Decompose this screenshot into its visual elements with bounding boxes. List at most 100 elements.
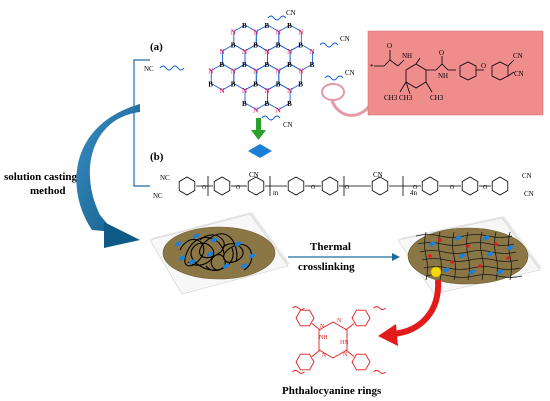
cn-terminal-3: CN xyxy=(345,69,355,77)
network-wavy-links xyxy=(159,15,344,121)
crosslink-arrow-head xyxy=(392,253,400,261)
pc-n-1: N xyxy=(320,324,325,330)
linker-nh-2: NH xyxy=(438,72,448,80)
linker-cn-2: CN xyxy=(514,70,524,78)
left-bracket xyxy=(133,59,150,187)
bn-atom-n: N xyxy=(220,87,225,95)
polymer-end-nc-1: NC xyxy=(160,174,170,182)
bn-atom-b: B xyxy=(265,100,270,108)
bn-atom-n: N xyxy=(231,29,236,37)
linker-o-3: O xyxy=(481,62,486,70)
bn-atom-b: B xyxy=(287,61,292,69)
bn-atom-b: B xyxy=(287,22,292,30)
cn-terminal-4: CN xyxy=(283,121,293,129)
bn-atom-b: B xyxy=(253,42,258,50)
linker-o-2: O xyxy=(439,49,444,57)
cn-terminal-2: CN xyxy=(340,35,350,43)
bn-atom-b: B xyxy=(298,81,303,89)
bn-atom-b: B xyxy=(265,22,270,30)
bn-atom-b: B xyxy=(253,81,258,89)
bn-atom-n: N xyxy=(265,87,270,95)
bn-atom-n: N xyxy=(231,68,236,76)
bn-atom-b: B xyxy=(231,81,236,89)
panel-label-b: (b) xyxy=(150,151,164,163)
bn-atom-n: N xyxy=(298,68,303,76)
crosslinking-label: crosslinking xyxy=(298,261,355,273)
thermal-label: Thermal xyxy=(310,241,351,253)
pc-nh: NH xyxy=(319,335,328,341)
linker-ch3-3: CH3 xyxy=(430,94,444,102)
bn-atom-n: N xyxy=(276,107,281,115)
linker-highlight-box: O NH NH O CH3 CH3 CH3 O CN CN * xyxy=(367,30,544,116)
bn-atom-b: B xyxy=(287,100,292,108)
pc-hn: HN xyxy=(340,340,349,346)
nc-terminal: NC xyxy=(144,65,154,73)
dish-after xyxy=(397,216,542,295)
linker-ch3-2: CH3 xyxy=(399,94,413,102)
panel-label-a: (a) xyxy=(150,41,163,53)
bn-atom-n: N xyxy=(253,68,258,76)
bn-atom-n: N xyxy=(253,29,258,37)
bn-atom-n: N xyxy=(220,48,225,56)
red-curved-arrow xyxy=(378,279,442,346)
polymer-ether-o: O xyxy=(202,185,207,191)
pc-n-3: N xyxy=(322,353,327,359)
bn-atom-n: N xyxy=(276,29,281,37)
bn-atom-b: B xyxy=(265,61,270,69)
polymer-repeat-4n: 4n xyxy=(410,189,418,197)
polymer-ether-o: O xyxy=(413,185,418,191)
bn-atom-b: B xyxy=(220,61,225,69)
linker-o-1: O xyxy=(387,42,392,50)
bn-atom-b: B xyxy=(242,61,247,69)
zoom-circle xyxy=(321,83,345,101)
polymer-ether-o: O xyxy=(311,185,316,191)
phthalocyanine-caption: Phthalocyanine rings xyxy=(282,385,382,397)
polymer-end-cn-2: CN xyxy=(524,190,534,198)
solution-casting-line1: solution casting xyxy=(4,171,78,183)
bn-atom-n: N xyxy=(276,68,281,76)
polymer-nitrile-1: CN xyxy=(249,171,259,179)
polymer-ether-o: O xyxy=(450,185,455,191)
curved-casting-arrow xyxy=(76,104,140,248)
cn-terminal-1: CN xyxy=(286,9,296,17)
bn-atom-n: N xyxy=(242,87,247,95)
phthalocyanine-ring xyxy=(292,306,386,374)
bn-atom-n: N xyxy=(287,48,292,56)
polymer-nitrile-2: CN xyxy=(373,171,383,179)
bn-atom-n: N xyxy=(253,107,258,115)
polymer-end-nc-2: NC xyxy=(153,192,163,200)
bn-atom-n: N xyxy=(287,87,292,95)
blue-diamond-filler xyxy=(248,144,272,158)
polymer-repeat-m: m xyxy=(273,189,279,197)
bn-atom-b: B xyxy=(310,61,315,69)
pc-n-2: N xyxy=(337,318,342,324)
bn-atom-n: N xyxy=(310,48,315,56)
linker-ch3-1: CH3 xyxy=(384,94,398,102)
bn-atom-b: B xyxy=(208,81,213,89)
zoom-arrow xyxy=(330,100,374,117)
bn-atom-n: N xyxy=(298,29,303,37)
bn-atom-b: B xyxy=(276,81,281,89)
bn-atom-n: N xyxy=(208,68,213,76)
solution-casting-line2: method xyxy=(30,185,65,197)
bn-atom-b: B xyxy=(242,100,247,108)
bn-atom-b: B xyxy=(231,42,236,50)
polymer-ether-o: O xyxy=(345,185,350,191)
pc-n-4: N xyxy=(343,352,348,358)
yellow-highlight xyxy=(430,266,442,278)
bn-atom-n: N xyxy=(242,48,247,56)
green-down-arrow xyxy=(251,118,266,140)
bn-atom-n: N xyxy=(265,48,270,56)
linker-nh-1: NH xyxy=(402,52,412,60)
polymer-ether-o: O xyxy=(236,185,241,191)
polymer-end-cn-1: CN xyxy=(522,172,532,180)
dish-before xyxy=(149,212,290,295)
linker-cn-1: CN xyxy=(513,52,523,60)
bn-atom-b: B xyxy=(242,22,247,30)
bn-atom-b: B xyxy=(298,42,303,50)
bn-atom-b: B xyxy=(276,42,281,50)
polymer-ether-o: O xyxy=(483,185,488,191)
